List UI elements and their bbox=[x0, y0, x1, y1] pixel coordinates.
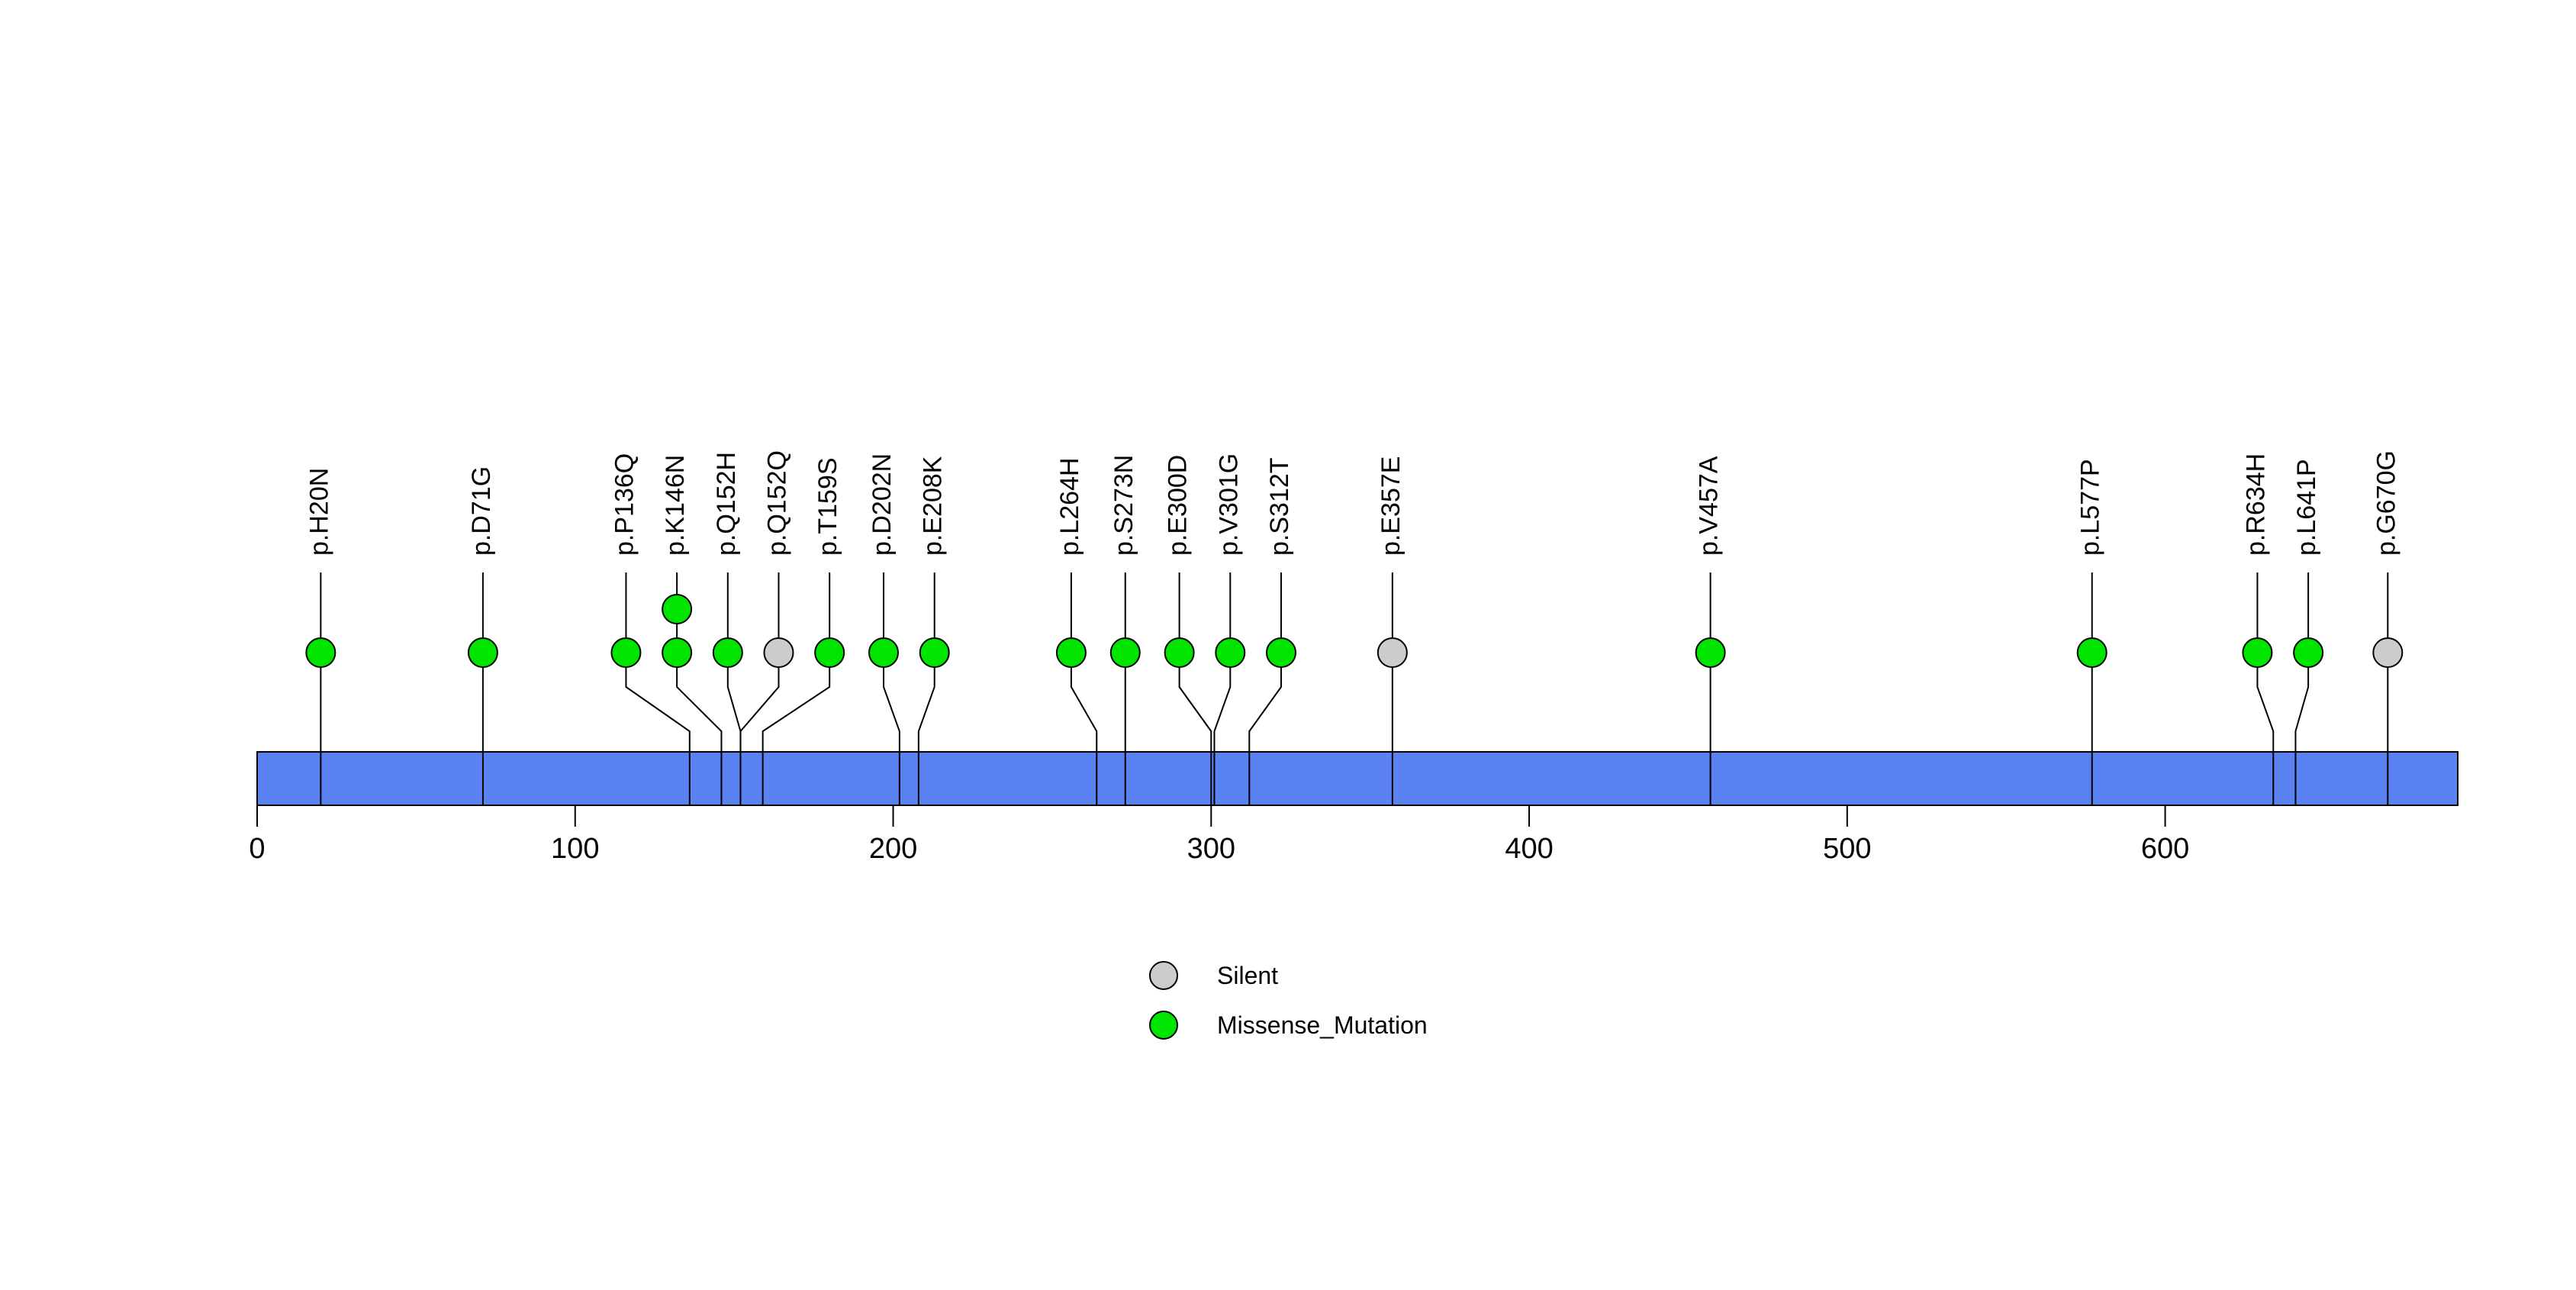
mutation-label: p.V301G bbox=[1214, 453, 1243, 556]
mutation-circle bbox=[467, 637, 498, 668]
mutation-lollipop: p.L264H bbox=[1055, 457, 1087, 668]
mutation-label: p.Q152H bbox=[712, 452, 741, 556]
axis-tick-label: 200 bbox=[869, 833, 917, 865]
mutation-lollipop: p.V301G bbox=[1214, 453, 1246, 668]
mutation-circle bbox=[814, 637, 845, 668]
protein-backbone-bar bbox=[256, 751, 2458, 806]
mutation-lollipop: p.L577P bbox=[2076, 459, 2107, 668]
mutation-circle bbox=[1164, 637, 1195, 668]
mutation-label: p.Q152Q bbox=[762, 450, 791, 556]
missense-swatch-icon bbox=[1149, 1011, 1178, 1040]
legend-item-silent: Silent bbox=[1149, 961, 1428, 990]
mutation-circle bbox=[662, 594, 693, 624]
mutation-label: p.P136Q bbox=[610, 453, 639, 556]
mutation-circle bbox=[868, 637, 900, 668]
mutation-lollipop: p.T159S bbox=[813, 457, 845, 668]
mutation-label: p.K146N bbox=[661, 455, 690, 556]
mutation-label: p.L641P bbox=[2292, 459, 2321, 556]
mutation-lollipop: p.Q152H bbox=[712, 452, 743, 668]
mutation-circle bbox=[1695, 637, 1726, 668]
legend: Silent Missense_Mutation bbox=[1149, 961, 1428, 1040]
mutation-circle bbox=[919, 637, 950, 668]
mutation-lollipop: p.R634H bbox=[2241, 453, 2273, 668]
mutation-label: p.V457A bbox=[1695, 456, 1724, 556]
mutation-circle bbox=[610, 637, 642, 668]
mutation-lollipop: p.S273N bbox=[1109, 455, 1141, 668]
mutation-label: p.S273N bbox=[1109, 455, 1138, 556]
x-axis: 0 100 200 300 400 500 600 bbox=[249, 805, 2189, 865]
axis-tick-label: 400 bbox=[1505, 833, 1553, 865]
axis-tick-label: 300 bbox=[1187, 833, 1235, 865]
mutation-lollipop: p.D71G bbox=[467, 466, 498, 668]
axis-tick-label: 600 bbox=[2141, 833, 2189, 865]
mutation-label: p.L577P bbox=[2076, 459, 2105, 556]
mutation-lollipop: p.L641P bbox=[2292, 459, 2324, 668]
mutation-circle bbox=[662, 637, 693, 668]
mutation-lollipop: p.E300D bbox=[1164, 455, 1195, 668]
mutation-label: p.G670G bbox=[2372, 450, 2401, 556]
mutation-circle bbox=[1377, 637, 1408, 668]
mutation-label: p.D202N bbox=[868, 453, 897, 556]
legend-label-missense: Missense_Mutation bbox=[1217, 1011, 1428, 1039]
mutation-lollipop: p.E357E bbox=[1377, 456, 1408, 668]
backbone-anchor-lines bbox=[320, 752, 2389, 805]
mutation-lollipops: p.H20N p.D71G p.P136Q p.K146N p.Q152H p.Q152Q… bbox=[304, 450, 2404, 668]
mutation-lollipop: p.Q152Q bbox=[762, 450, 794, 668]
mutation-circle bbox=[1109, 637, 1141, 668]
mutation-label: p.H20N bbox=[304, 468, 333, 556]
mutation-lollipop: p.S312T bbox=[1265, 457, 1296, 668]
mutation-lollipop: p.D202N bbox=[868, 453, 900, 668]
legend-label-silent: Silent bbox=[1217, 962, 1279, 989]
mutation-circle bbox=[305, 637, 336, 668]
legend-item-missense: Missense_Mutation bbox=[1149, 1011, 1428, 1040]
mutation-circle bbox=[1215, 637, 1246, 668]
mutation-circle bbox=[2372, 637, 2404, 668]
mutation-circle bbox=[1265, 637, 1296, 668]
mutation-circle bbox=[712, 637, 743, 668]
mutation-lollipop: p.V457A bbox=[1695, 456, 1726, 668]
mutation-label: p.E357E bbox=[1377, 456, 1406, 556]
axis-tick-label: 100 bbox=[551, 833, 599, 865]
mutation-label: p.E208K bbox=[919, 456, 948, 556]
silent-swatch-icon bbox=[1149, 961, 1178, 990]
mutation-label: p.L264H bbox=[1055, 457, 1084, 556]
axis-tick-label: 0 bbox=[249, 833, 265, 865]
mutation-label: p.D71G bbox=[467, 466, 496, 556]
mutation-label: p.E300D bbox=[1164, 455, 1193, 556]
mutation-circle bbox=[2242, 637, 2273, 668]
mutation-lollipop: p.G670G bbox=[2372, 450, 2404, 668]
mutation-circle bbox=[763, 637, 794, 668]
mutation-label: p.S312T bbox=[1265, 457, 1294, 556]
mutation-lollipop: p.H20N bbox=[304, 468, 336, 668]
mutation-circle bbox=[1055, 637, 1087, 668]
mutation-circle bbox=[2076, 637, 2107, 668]
mutation-lollipop: p.K146N bbox=[661, 455, 693, 668]
mutation-circle bbox=[2293, 637, 2324, 668]
mutation-lollipop: p.P136Q bbox=[610, 453, 642, 668]
mutation-label: p.R634H bbox=[2241, 453, 2270, 556]
mutation-lollipop: p.E208K bbox=[919, 456, 950, 668]
axis-tick-label: 500 bbox=[1823, 833, 1871, 865]
mutation-label: p.T159S bbox=[813, 457, 842, 556]
